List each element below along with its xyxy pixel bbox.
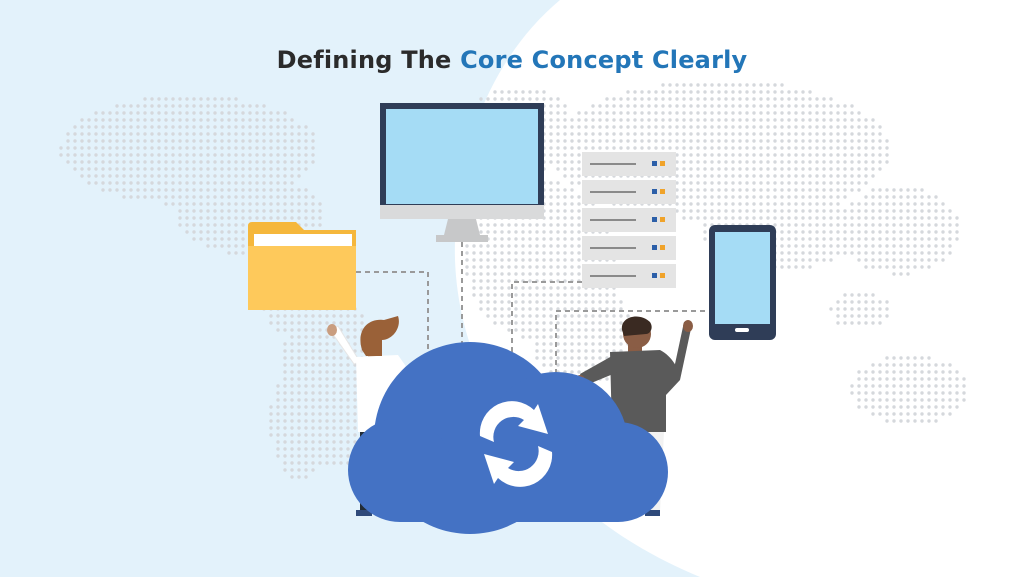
title-lead: Defining The <box>276 46 461 74</box>
server-rack-icon <box>582 152 676 288</box>
page-title: Defining The Core Concept Clearly <box>0 46 1024 74</box>
sync-arrows-icon <box>479 401 553 487</box>
cloud-sync-icon <box>348 342 668 534</box>
monitor-icon <box>380 103 544 242</box>
title-highlight: Core Concept Clearly <box>460 46 748 74</box>
folder-icon <box>248 222 356 310</box>
tablet-icon <box>709 225 776 340</box>
